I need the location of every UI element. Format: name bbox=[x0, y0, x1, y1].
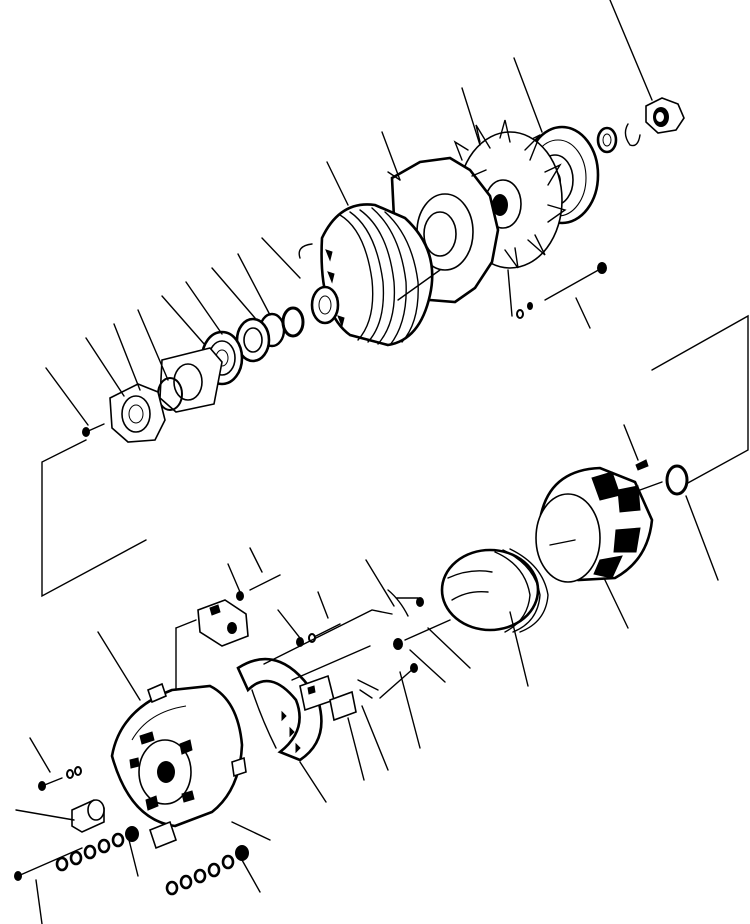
stator-winding-part bbox=[440, 548, 549, 633]
end-bolt-part bbox=[14, 847, 83, 881]
brush-holder-part bbox=[329, 679, 379, 722]
lock-washer-part bbox=[624, 123, 641, 147]
woodruff-key-part bbox=[635, 459, 649, 471]
terminal-washers-part bbox=[165, 845, 249, 896]
terminal-nut-part bbox=[55, 826, 139, 872]
rear-bearing-part bbox=[71, 799, 105, 833]
slip-ring-end-housing-part bbox=[110, 682, 247, 850]
bearing-cover-part bbox=[109, 383, 166, 443]
through-bolt-part bbox=[516, 262, 607, 319]
mounting-bolt-part bbox=[38, 766, 82, 791]
spacer-part bbox=[310, 285, 340, 325]
bracket-lines bbox=[41, 269, 749, 691]
slinger-ring-part bbox=[665, 464, 689, 496]
rectifier-bolt-part bbox=[379, 619, 451, 699]
terminal-lead-part bbox=[387, 589, 424, 617]
regulator-part bbox=[197, 599, 249, 647]
nut-part bbox=[645, 97, 685, 134]
flat-washer-part bbox=[596, 126, 618, 154]
rectifier-bridge-part bbox=[236, 657, 323, 762]
retainer-plate-part bbox=[159, 347, 223, 413]
leader-lines bbox=[15, 0, 719, 924]
cover-screw-part bbox=[82, 423, 105, 437]
rotor-part bbox=[535, 466, 663, 583]
